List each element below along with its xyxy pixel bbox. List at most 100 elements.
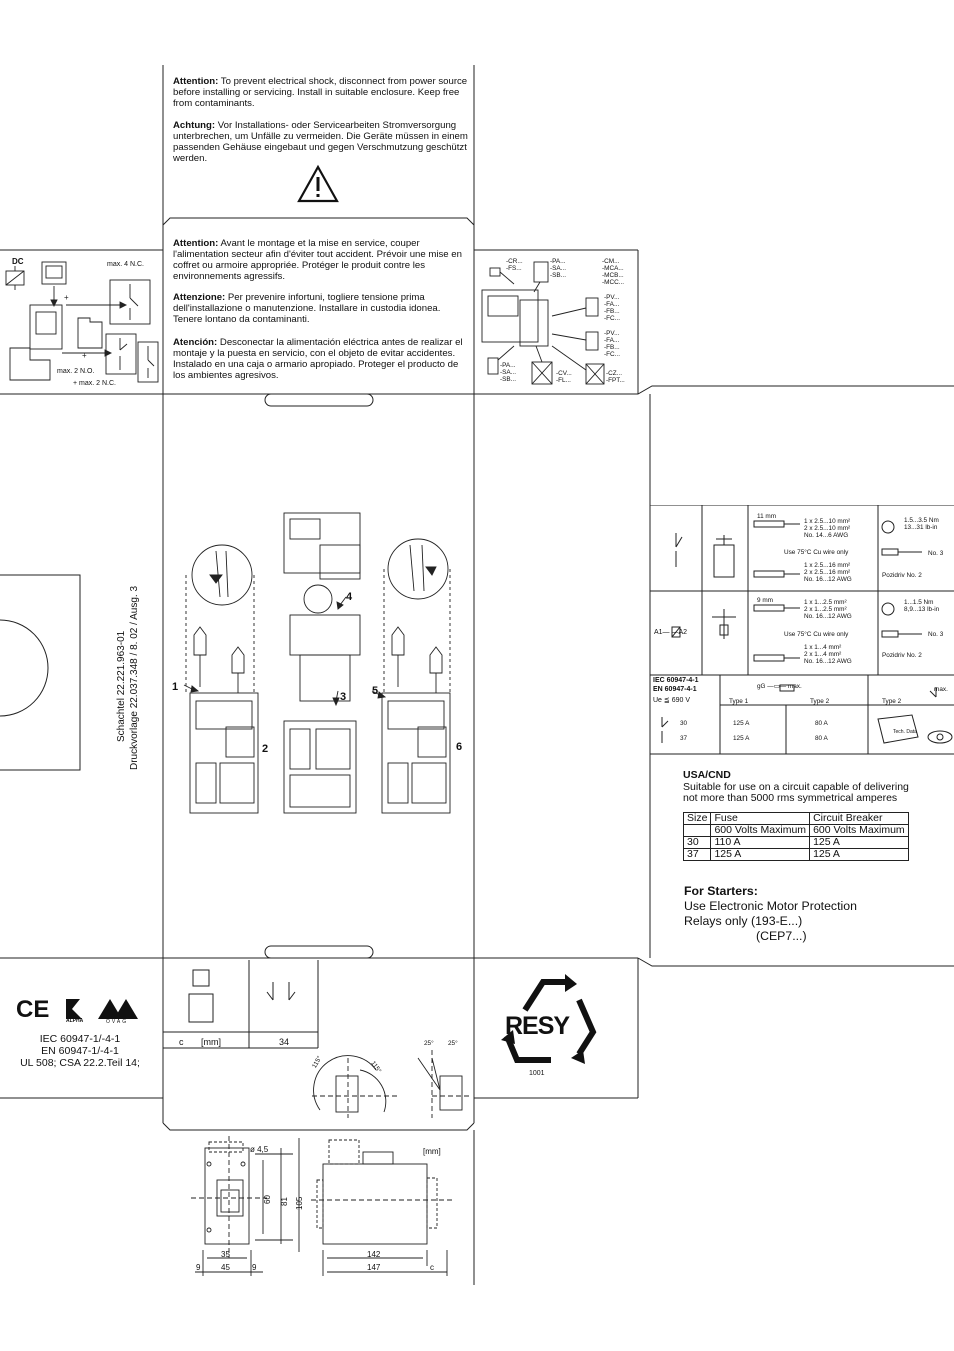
acc-cv-fl-label: -CV... -FL... bbox=[556, 370, 572, 384]
ue-voltage-label: Ue ≦ 690 V bbox=[653, 697, 690, 704]
rating-size-30: 30 bbox=[680, 720, 688, 727]
cert-line-2: EN 60947-1/-4-1 bbox=[41, 1045, 119, 1057]
mounting-angles-drawing-icon bbox=[312, 1050, 470, 1118]
dim-147: 147 bbox=[367, 1263, 381, 1272]
screwdriver-no-1: No. 3 bbox=[928, 550, 944, 557]
warning-fr-label: Attention: bbox=[173, 238, 219, 249]
warning-es-text: Desconectar la alimentación eléctrica an… bbox=[173, 337, 463, 381]
acc-pv-f-label-1: -PV... -FA... -FB... -FC... bbox=[604, 294, 620, 322]
angle-25-right: 25° bbox=[448, 1040, 458, 1047]
warning-it: Attenzione: Per prevenire infortuni, tog… bbox=[173, 292, 468, 325]
cert-line-3: UL 508; CSA 22.2.Teil 14; bbox=[20, 1057, 140, 1069]
dc-label: DC bbox=[12, 257, 24, 266]
standard-iec-label: IEC 60947-4-1 bbox=[653, 677, 699, 684]
warning-de-label: Achtung: bbox=[173, 120, 216, 131]
dc-auxiliary-panel: DC max. 4 N.C. max. 2 N.O. + max. 2 N.C. bbox=[0, 250, 163, 394]
coil-replacement-illustration: 1 2 3 4 5 6 bbox=[170, 505, 470, 835]
rating-30-type2: 80 A bbox=[815, 720, 828, 727]
tech-data-book-icon: Tech. Data bbox=[893, 729, 917, 735]
rating-size-37: 37 bbox=[680, 735, 688, 742]
max-2-no-label: max. 2 N.O. bbox=[57, 368, 95, 375]
step-4-label: 4 bbox=[346, 591, 353, 603]
accessories-panel: -CR... -FS... -PA... -SA... -SB... -CM..… bbox=[474, 250, 638, 394]
usa-line-2: not more than 5000 rms symmetrical amper… bbox=[683, 792, 898, 804]
pozidriv-2: Pozidriv No. 2 bbox=[882, 652, 922, 659]
table-cell: 125 A bbox=[809, 848, 909, 861]
warning-triangle-icon bbox=[297, 164, 339, 203]
warning-en-text: To prevent electrical shock, disconnect … bbox=[173, 76, 468, 109]
warning-es-label: Atención: bbox=[173, 337, 218, 348]
step-3-label: 3 bbox=[340, 691, 347, 703]
recycle-code: 1001 bbox=[529, 1070, 545, 1077]
table-subheader: 600 Volts Maximum bbox=[710, 824, 811, 837]
dimension-drawing-icon bbox=[191, 1136, 453, 1276]
table-row: 600 Volts Maximum 600 Volts Maximum bbox=[682, 824, 909, 837]
certification-marks-icon: CE bbox=[16, 996, 138, 1023]
dim-hole-diameter: ø 4,5 bbox=[250, 1145, 269, 1154]
torque-2: 1...1.5 Nm 8,9...13 lb-in bbox=[904, 599, 940, 613]
warning-it-text: Per prevenire infortuni, togliere tensio… bbox=[173, 292, 441, 325]
dim-unit-mm: [mm] bbox=[423, 1147, 441, 1156]
dc-contactor-drawing-icon: + + bbox=[5, 261, 159, 383]
strip-length-11mm: 11 mm bbox=[757, 513, 777, 520]
wire-cross-section-1b: 1 x 2.5...16 mm² 2 x 2.5...16 mm² No. 16… bbox=[804, 562, 852, 583]
starters-note: For Starters: Use Electronic Motor Prote… bbox=[684, 884, 857, 944]
warning-fr: Attention: Avant le montage et la mise e… bbox=[173, 238, 468, 282]
table-row: 37 125 A 125 A bbox=[682, 848, 909, 861]
warning-it-label: Attenzione: bbox=[173, 292, 226, 303]
dim-60: 60 bbox=[263, 1195, 272, 1204]
dim-c: c bbox=[430, 1263, 434, 1272]
dim-81: 81 bbox=[280, 1197, 289, 1206]
warning-en: Attention: To prevent electrical shock, … bbox=[173, 76, 468, 109]
recycling-icon bbox=[501, 974, 597, 1064]
usa-line-1: Suitable for use on a circuit capable of… bbox=[683, 780, 909, 793]
rating-30-type1: 125 A bbox=[733, 720, 750, 727]
table-cell: 37 bbox=[682, 848, 712, 861]
max-label: max. bbox=[934, 686, 948, 693]
type-2-label-b: Type 2 bbox=[882, 698, 902, 705]
warning-de-text: Vor Installations- oder Servicearbeiten … bbox=[173, 120, 468, 164]
acc-pa-sa-sb-label-2: -PA... -SA... -SB... bbox=[500, 362, 516, 383]
torque-1: 1.5...3.5 Nm 13...31 lb-in bbox=[904, 517, 939, 531]
dim-142: 142 bbox=[367, 1250, 381, 1259]
wiring-table-grid bbox=[650, 505, 954, 755]
warning-fr-text: Avant le montage et la mise en service, … bbox=[173, 238, 462, 282]
table-subheader: 600 Volts Maximum bbox=[809, 824, 909, 837]
step-1-label: 1 bbox=[172, 681, 179, 693]
table-header: Fuse bbox=[710, 812, 811, 825]
warning-es: Atención: Desconectar la alimentación el… bbox=[173, 337, 468, 381]
dim-9-left: 9 bbox=[196, 1263, 201, 1272]
dim-105: 105 bbox=[295, 1196, 304, 1210]
accessories-drawing-icon bbox=[481, 261, 605, 385]
dimension-c-unit: [mm] bbox=[201, 1037, 221, 1047]
step-2-label: 2 bbox=[262, 743, 269, 755]
step-5-label: 5 bbox=[372, 685, 379, 697]
table-cell: 125 A bbox=[809, 836, 909, 849]
table-cell: 30 bbox=[682, 836, 712, 849]
max-2-nc-label: + max. 2 N.C. bbox=[73, 380, 116, 387]
svg-text:+: + bbox=[64, 293, 69, 302]
warning-en-label: Attention: bbox=[173, 76, 219, 87]
type-2-label: Type 2 bbox=[810, 698, 830, 705]
starters-title: For Starters: bbox=[684, 884, 758, 898]
usa-rating-table: Size Fuse Circuit Breaker 600 Volts Maxi… bbox=[682, 812, 909, 861]
screwdriver-no-2: No. 3 bbox=[928, 631, 944, 638]
side-text-template-id: Druckvorlage 22.037.348 / 8. 02 / Ausg. … bbox=[129, 585, 140, 770]
starters-line-2: Relays only (193-E...) bbox=[684, 914, 803, 928]
acc-pv-f-label-2: -PV... -FA... -FB... -FC... bbox=[604, 330, 620, 358]
use-cu-wire-note-1: Use 75°C Cu wire only bbox=[784, 549, 849, 556]
dimension-c-value: 34 bbox=[279, 1037, 290, 1047]
coil-replacement-drawing-icon bbox=[183, 512, 451, 814]
cert-line-1: IEC 60947-1/-4-1 bbox=[39, 1033, 121, 1045]
usa-cnd-section: USA/CND Suitable for use on a circuit ca… bbox=[683, 769, 909, 805]
ovag-mark-label: ÖVAG bbox=[106, 1019, 129, 1025]
step-6-label: 6 bbox=[456, 741, 463, 753]
angle-25-left: 25° bbox=[424, 1040, 434, 1047]
coil-terminals-label: A1— —A2 bbox=[654, 629, 688, 636]
side-text-box-id: Schachtel 22.221.963-01 bbox=[116, 630, 127, 742]
usa-title: USA/CND bbox=[683, 769, 731, 781]
alpha-mark-label: ALPHA bbox=[66, 1018, 84, 1024]
table-row: 30 110 A 125 A bbox=[682, 836, 909, 849]
standard-en-label: EN 60947-4-1 bbox=[653, 686, 697, 693]
